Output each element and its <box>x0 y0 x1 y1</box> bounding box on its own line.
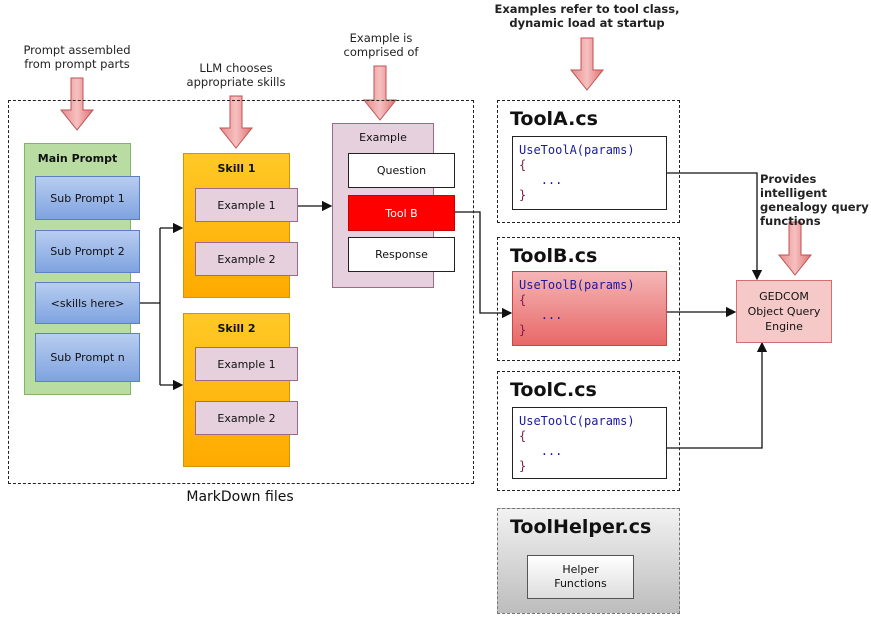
markdown-files-container <box>8 100 474 484</box>
tool-a-file: ToolA.cs <box>497 100 680 223</box>
example-tool-b: Tool B <box>348 195 455 231</box>
big-arrows <box>59 37 813 276</box>
tool-c-filename: ToolC.cs <box>510 379 597 401</box>
tool-a-filename: ToolA.cs <box>510 108 598 130</box>
example-title: Example <box>359 131 407 144</box>
main-prompt-title: Main Prompt <box>37 152 118 165</box>
skill-1-example-1: Example 1 <box>195 188 298 222</box>
skill-2-example-2: Example 2 <box>195 401 298 435</box>
helper-functions: Helper Functions <box>527 555 634 599</box>
down-arrow-icon <box>777 221 813 276</box>
sub-prompt-n: Sub Prompt n <box>35 333 140 382</box>
flow-lines <box>140 172 768 449</box>
tool-helper-filename: ToolHelper.cs <box>510 516 652 538</box>
code-brace: } <box>519 188 527 202</box>
code-brace: { <box>519 158 527 172</box>
example-question: Question <box>348 153 455 188</box>
skill-2: Skill 2 <box>183 313 290 467</box>
annotation-prompt-assembled: Prompt assembled from prompt parts <box>23 43 131 71</box>
code-signature: UseToolA(params) <box>519 143 635 157</box>
code-signature: UseToolC(params) <box>519 414 635 428</box>
skills-placeholder: <skills here> <box>35 282 140 324</box>
skill-2-example-1: Example 1 <box>195 347 298 381</box>
code-brace: { <box>519 429 527 443</box>
tool-a-code: UseToolA(params) { ... } <box>512 136 667 210</box>
code-body: ... <box>540 173 563 187</box>
annotation-examples-refer: Examples refer to tool class, dynamic lo… <box>494 2 680 30</box>
code-brace: } <box>519 323 527 337</box>
skill-2-title: Skill 2 <box>217 322 256 335</box>
tool-b-code: UseToolB(params) { ... } <box>512 271 667 346</box>
tool-b-filename: ToolB.cs <box>510 245 598 267</box>
sub-prompt-2: Sub Prompt 2 <box>35 230 140 273</box>
gedcom-query-engine: GEDCOM Object Query Engine <box>736 280 832 343</box>
tool-b-file: ToolB.cs <box>497 237 680 361</box>
skill-1: Skill 1 <box>183 153 290 298</box>
down-arrow-icon <box>59 77 95 131</box>
tool-c-code: UseToolC(params) { ... } <box>512 407 667 479</box>
tool-c-file: ToolC.cs <box>497 371 680 491</box>
code-brace: { <box>519 293 527 307</box>
example-response: Response <box>348 237 455 272</box>
annotation-provides: Provides intelligent genealogy query fun… <box>760 172 869 228</box>
code-brace: } <box>519 459 527 473</box>
markdown-files-label: MarkDown files <box>186 489 294 505</box>
code-body: ... <box>540 308 563 322</box>
down-arrow-icon <box>218 95 254 149</box>
annotation-example-comprised: Example is comprised of <box>343 31 419 59</box>
sub-prompt-1: Sub Prompt 1 <box>35 176 140 220</box>
code-signature: UseToolB(params) <box>519 278 635 292</box>
code-body: ... <box>540 444 563 458</box>
skill-1-example-2: Example 2 <box>195 242 298 276</box>
skill-1-title: Skill 1 <box>217 162 256 175</box>
down-arrow-icon <box>569 37 605 91</box>
annotation-llm-chooses: LLM chooses appropriate skills <box>186 61 286 89</box>
